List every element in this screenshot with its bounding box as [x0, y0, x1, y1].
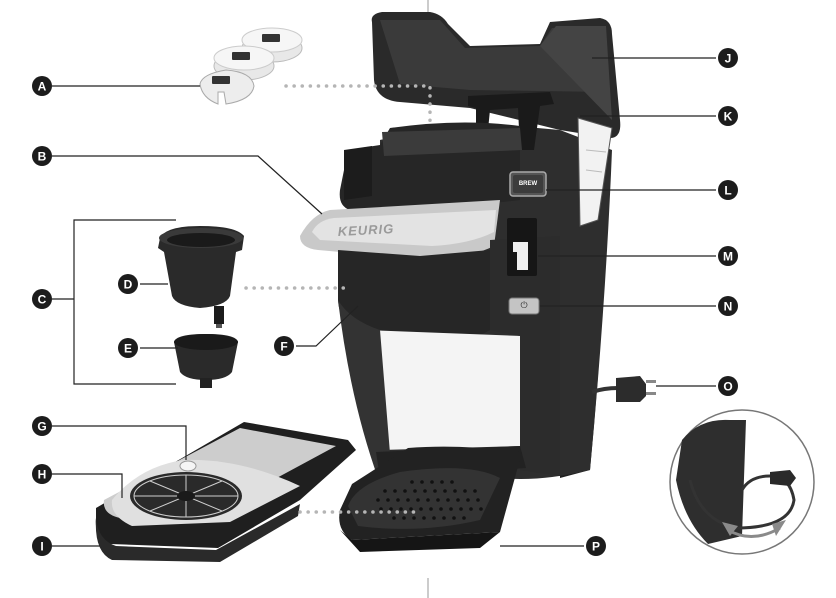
lid	[371, 12, 621, 138]
drip-tray	[339, 446, 522, 552]
callout-label: H	[38, 468, 47, 482]
callout-label: C	[38, 293, 47, 307]
callout-d: D	[118, 274, 138, 294]
callout-label: I	[40, 540, 43, 554]
callout-g: G	[32, 416, 52, 436]
callout-label: K	[724, 110, 733, 124]
power-button[interactable]: ⏻	[508, 297, 540, 315]
svg-text:BREW: BREW	[519, 181, 538, 187]
callout-label: F	[280, 340, 287, 354]
guide-adapter	[284, 84, 432, 130]
brand-logo: KEURIG	[337, 221, 394, 239]
cup-indicator	[507, 218, 537, 276]
callout-label: O	[723, 380, 732, 394]
callout-o: O	[718, 376, 738, 396]
callout-label: B	[38, 150, 47, 164]
callout-label: N	[724, 300, 733, 314]
brew-button[interactable]: BREW	[509, 171, 547, 197]
callout-f: F	[274, 336, 294, 356]
chrome-handle: KEURIG	[300, 200, 500, 260]
callout-label: L	[724, 184, 731, 198]
callout-k: K	[718, 106, 738, 126]
power-cord	[591, 376, 656, 402]
funnel	[174, 334, 238, 388]
callout-b: B	[32, 146, 52, 166]
callout-label: G	[37, 420, 46, 434]
callout-p: P	[586, 536, 606, 556]
callout-c: C	[32, 289, 52, 309]
callout-label: A	[38, 80, 47, 94]
callout-label: P	[592, 540, 600, 554]
cup-icon	[513, 242, 528, 270]
callout-a: A	[32, 76, 52, 96]
drain-plug	[179, 460, 197, 472]
cord-detail-inset	[669, 409, 815, 555]
pod-adapters	[199, 27, 303, 105]
coffee-maker: KEURIG BREW ⏻	[300, 12, 656, 552]
callout-e: E	[118, 338, 138, 358]
drip-tray-plate	[95, 422, 357, 562]
power-icon: ⏻	[520, 300, 527, 311]
callout-label: D	[124, 278, 133, 292]
pod-holder	[158, 226, 244, 328]
callouts: A B C D E F G H I J K L M N O P	[32, 48, 738, 556]
brewer-front	[338, 250, 490, 344]
callout-i: I	[32, 536, 52, 556]
callout-label: E	[124, 342, 132, 356]
tray-grate	[376, 480, 483, 520]
callout-label: J	[725, 52, 732, 66]
callout-n: N	[718, 296, 738, 316]
callout-h: H	[32, 464, 52, 484]
callout-j: J	[718, 48, 738, 68]
callout-label: M	[723, 250, 733, 264]
callout-l: L	[718, 180, 738, 200]
callout-m: M	[718, 246, 738, 266]
